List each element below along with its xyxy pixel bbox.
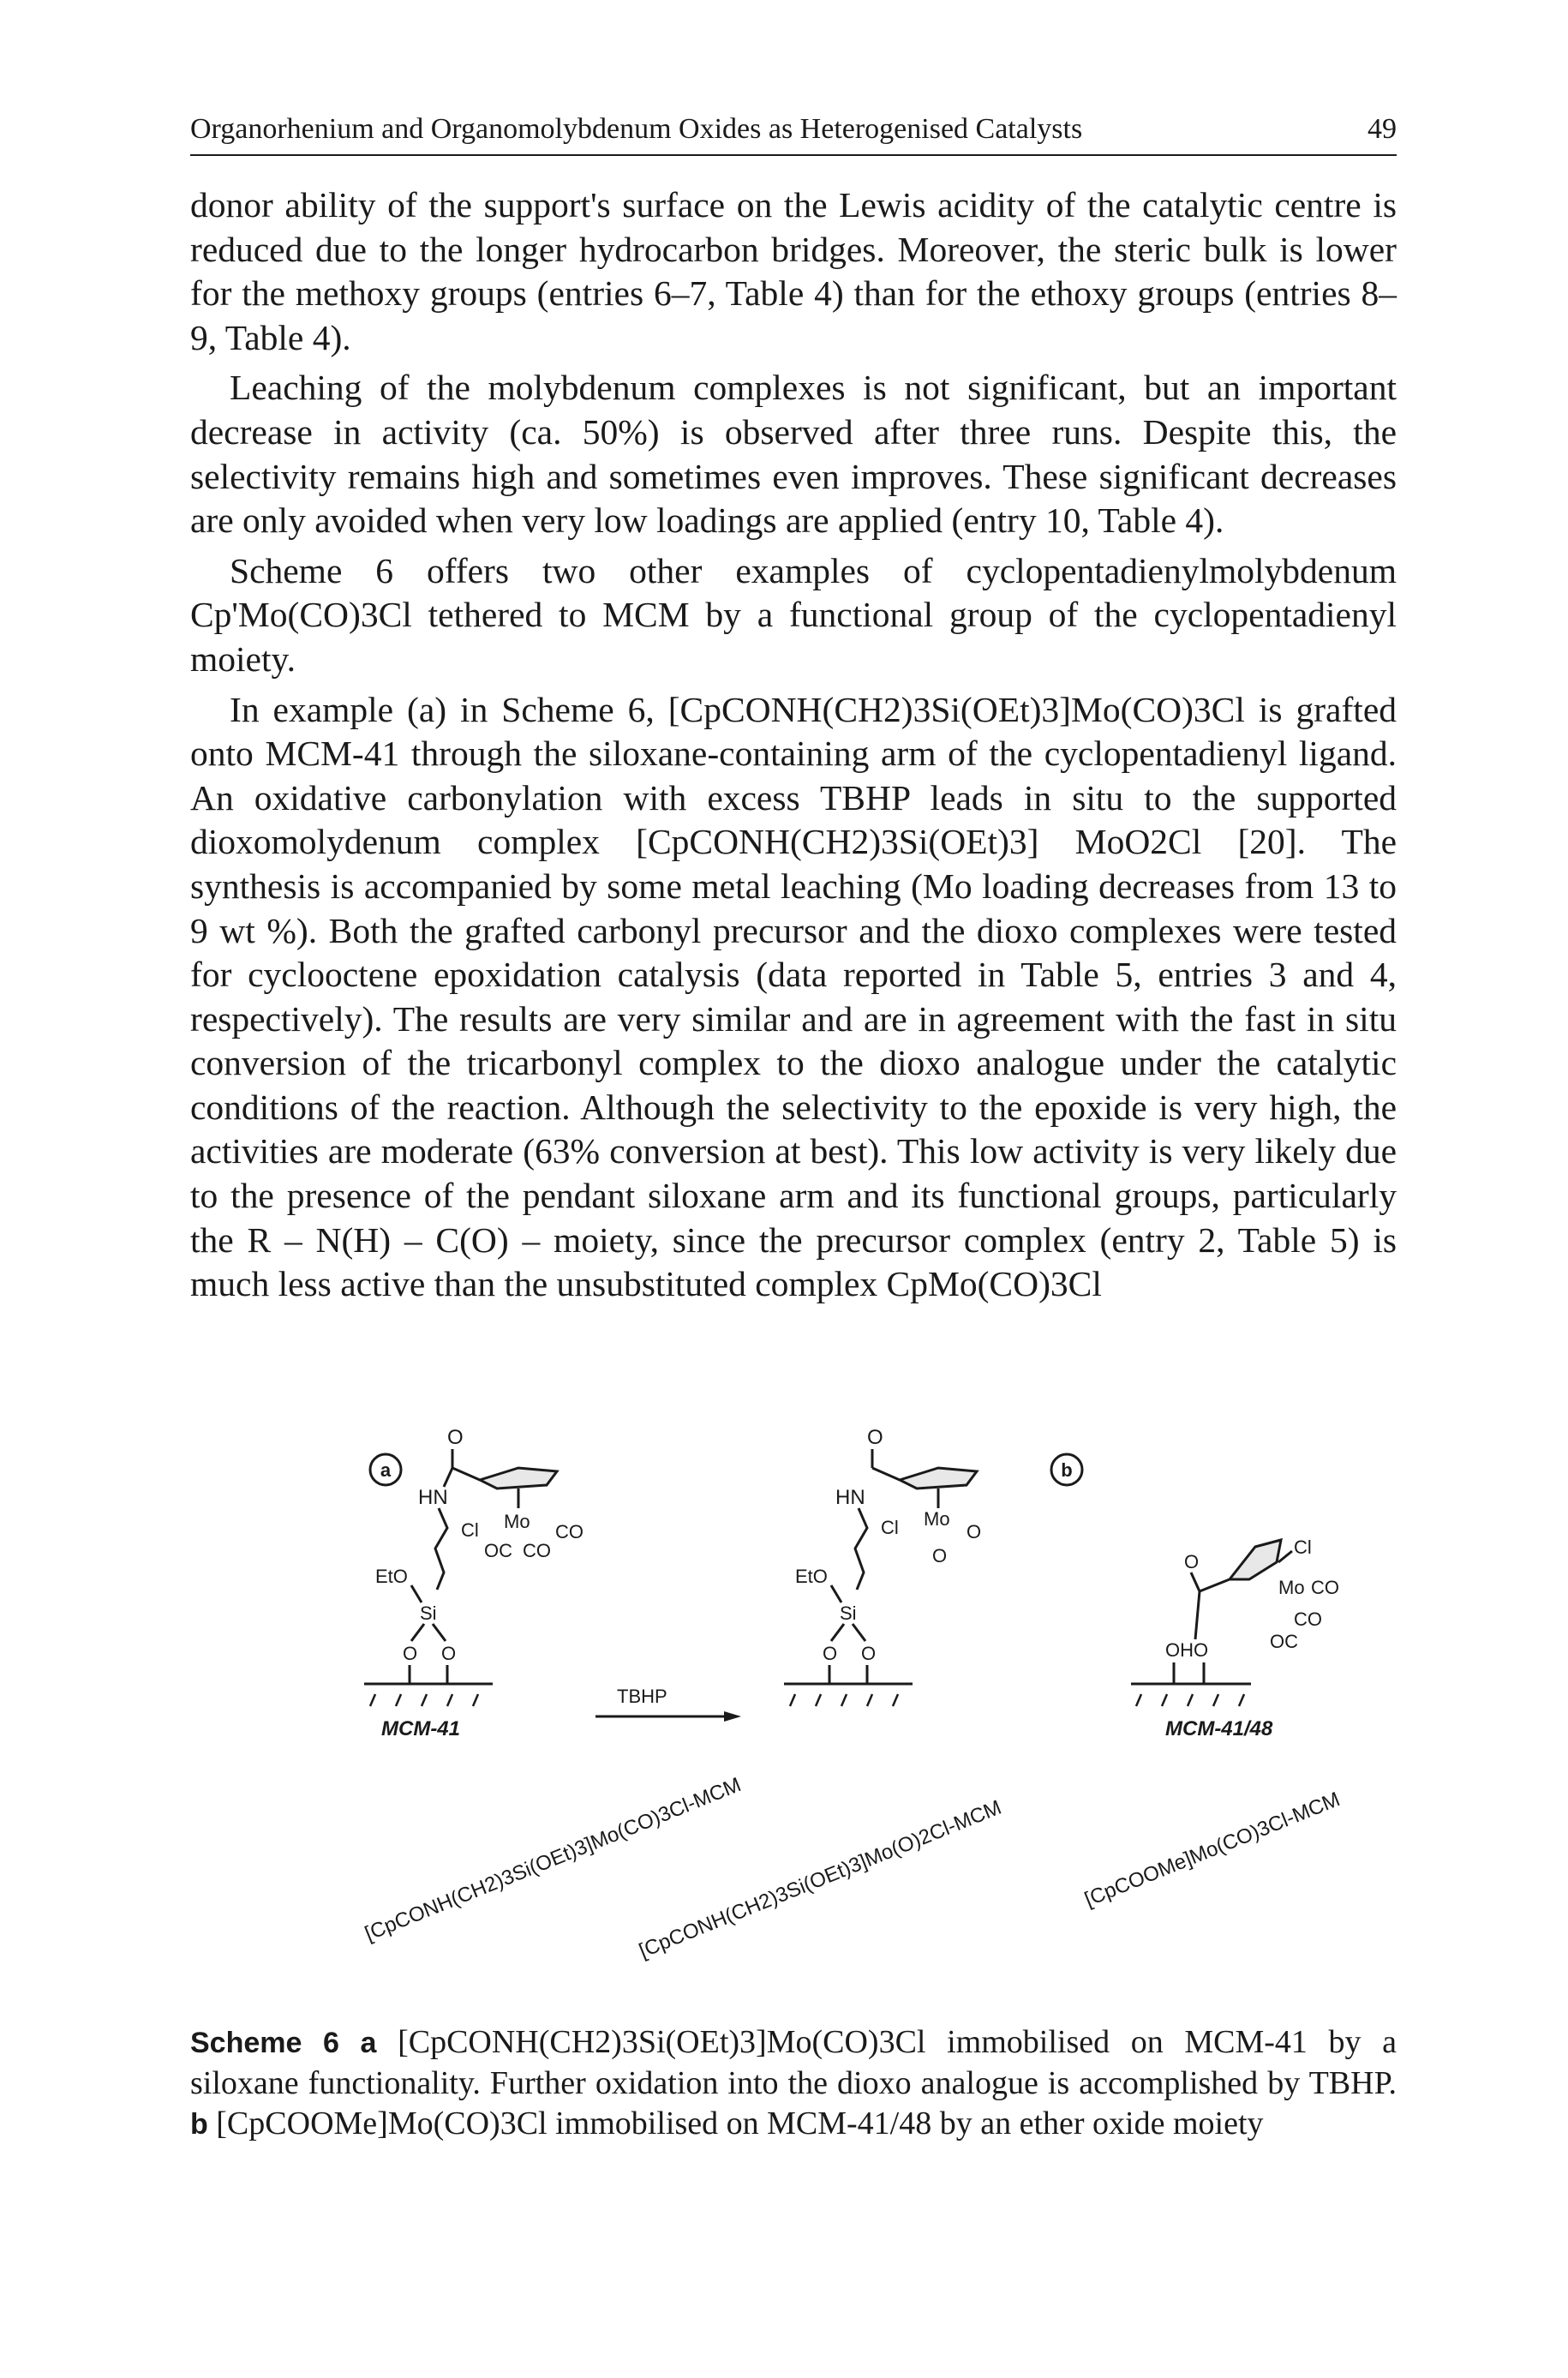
paragraph-2: Leaching of the molybdenum complexes is … bbox=[190, 368, 1397, 541]
support-label-b: MCM-41/48 bbox=[1165, 1717, 1273, 1740]
co-a-1: CO bbox=[555, 1521, 584, 1542]
compound-name-b: [CpCOOMe]Mo(CO)3Cl-MCM bbox=[1081, 1788, 1344, 1911]
oxo-a2-2: O bbox=[932, 1545, 947, 1566]
carbonyl-oxygen-a2: O bbox=[867, 1427, 883, 1449]
mo-b: Mo bbox=[1278, 1577, 1305, 1598]
label-b-circle bbox=[1050, 1453, 1084, 1487]
oc-b: OC bbox=[1270, 1631, 1298, 1652]
scheme-6-drawing: a O HN Cl Mo CO OC CO EtO Si O O MCM- bbox=[362, 1426, 1344, 1963]
figure-caption: Scheme 6 a [CpCONH(CH2)3Si(OEt)3]Mo(CO)3… bbox=[190, 2022, 1397, 2145]
co-b-1: CO bbox=[1311, 1577, 1339, 1598]
co-b-2: CO bbox=[1294, 1608, 1322, 1630]
caption-text-b: [CpCOOMe]Mo(CO)3Cl immobilised on MCM-41… bbox=[216, 2105, 1264, 2141]
paragraph-4: In example (a) in Scheme 6, [CpCONH(CH2)… bbox=[190, 689, 1397, 1304]
caption-key-a: a bbox=[360, 2027, 377, 2059]
amide-nh-a: HN bbox=[418, 1486, 448, 1509]
mo-a: Mo bbox=[504, 1511, 530, 1532]
oc-a: OC bbox=[484, 1540, 512, 1561]
cl-b: Cl bbox=[1294, 1536, 1312, 1558]
caption-text-a: [CpCONH(CH2)3Si(OEt)3]Mo(CO)3Cl immobili… bbox=[190, 2024, 1397, 2101]
ohoh-b: OHO bbox=[1165, 1639, 1208, 1661]
cp-ring-a2 bbox=[895, 1466, 979, 1490]
label-a-circle bbox=[368, 1453, 403, 1487]
ethoxy-a: EtO bbox=[375, 1566, 408, 1587]
carbonyl-oxygen-a: O bbox=[447, 1427, 464, 1449]
label-b: b bbox=[1061, 1459, 1072, 1481]
cp-ring-a bbox=[476, 1466, 560, 1490]
page-number: 49 bbox=[1368, 113, 1397, 145]
compound-name-a2: [CpCONH(CH2)3Si(OEt)3]Mo(O)2Cl-MCM bbox=[636, 1796, 1004, 1963]
silicon-a2: Si bbox=[840, 1602, 857, 1624]
cl-a2: Cl bbox=[881, 1517, 899, 1538]
paragraph-1: donor ability of the support's surface o… bbox=[190, 185, 1397, 357]
si-oxygen-a2-1: O bbox=[823, 1643, 837, 1664]
mo-a2: Mo bbox=[924, 1508, 950, 1530]
si-oxygen-a2-2: O bbox=[861, 1643, 876, 1664]
running-header: Organorhenium and Organomolybdenum Oxide… bbox=[190, 113, 1397, 156]
compound-name-a1: [CpCONH(CH2)3Si(OEt)3]Mo(CO)3Cl-MCM bbox=[362, 1773, 745, 1945]
scheme-6-figure: a O HN Cl Mo CO OC CO EtO Si O O MCM- bbox=[343, 1426, 1414, 1984]
cl-a: Cl bbox=[461, 1519, 479, 1541]
ester-oxygen-b: O bbox=[1184, 1551, 1199, 1572]
reagent-label: TBHP bbox=[617, 1686, 667, 1707]
structure-b: b O Cl Mo CO CO OC OHO MCM-41/48 [CpCOOM… bbox=[1050, 1453, 1344, 1912]
structure-a-precursor: a O HN Cl Mo CO OC CO EtO Si O O MCM- bbox=[362, 1426, 745, 1946]
ethoxy-a2: EtO bbox=[795, 1566, 828, 1587]
caption-key-b: b bbox=[190, 2108, 208, 2141]
reaction-arrow: TBHP bbox=[595, 1686, 741, 1722]
co-a-2: CO bbox=[523, 1540, 551, 1561]
caption-label: Scheme 6 bbox=[190, 2027, 339, 2059]
support-label-a: MCM-41 bbox=[381, 1717, 460, 1740]
oxo-a2-1: O bbox=[967, 1521, 981, 1542]
label-a: a bbox=[380, 1459, 392, 1481]
paragraph-3: Scheme 6 offers two other examples of cy… bbox=[190, 550, 1397, 679]
amide-nh-a2: HN bbox=[835, 1486, 865, 1509]
si-oxygen-a-1: O bbox=[403, 1643, 417, 1664]
silicon-a: Si bbox=[420, 1602, 437, 1624]
running-title: Organorhenium and Organomolybdenum Oxide… bbox=[190, 113, 1083, 145]
cp-ring-b bbox=[1226, 1537, 1283, 1581]
body-text: donor ability of the support's surface o… bbox=[190, 183, 1397, 1313]
si-oxygen-a-2: O bbox=[441, 1643, 456, 1664]
structure-a-dioxo: O HN Cl Mo O O EtO Si O O [CpCONH(CH2)3S… bbox=[636, 1426, 1004, 1963]
